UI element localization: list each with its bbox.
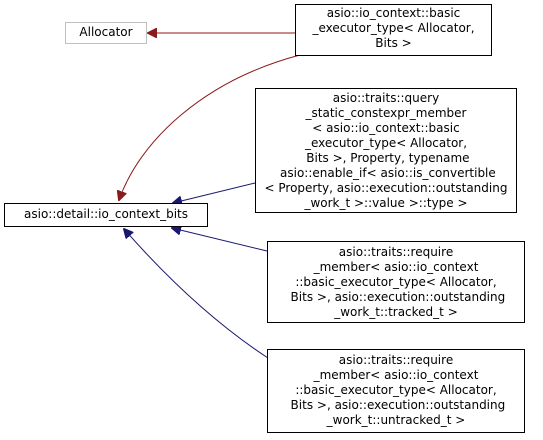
- node-require-tracked-line: _member< asio::io_context: [313, 260, 479, 274]
- node-query-member-line: asio::enable_if< asio::is_convertible: [276, 166, 496, 180]
- node-require-untracked-line: Bits >, asio::execution::outstanding: [286, 398, 506, 412]
- node-io-context-bits-line: asio::detail::io_context_bits: [24, 207, 188, 221]
- node-basic-executor-line: asio::io_context::basic: [326, 6, 461, 20]
- node-require-tracked-line: _work_t::tracked_t >: [334, 305, 458, 319]
- node-require-untracked-line: asio::traits::require: [338, 353, 454, 367]
- node-require-member-untracked[interactable]: asio::traits::require _member< asio::io_…: [267, 349, 525, 433]
- node-require-tracked-line: Bits >, asio::execution::outstanding: [286, 290, 506, 304]
- node-query-member-line: _static_constexpr_member: [305, 106, 467, 120]
- edge-basic-executor-to-io-context-bits: [119, 54, 301, 200]
- node-query-member-line: asio::traits::query: [332, 91, 440, 105]
- node-basic-executor-line: Bits >: [375, 36, 412, 50]
- edge-require-untracked-to-io-context-bits: [124, 229, 269, 359]
- node-require-tracked-line: ::basic_executor_type< Allocator,: [295, 275, 497, 289]
- node-basic-executor-type[interactable]: asio::io_context::basic _executor_type< …: [295, 4, 492, 56]
- node-allocator[interactable]: Allocator: [65, 22, 147, 44]
- node-require-untracked-line: _member< asio::io_context: [313, 368, 479, 382]
- node-query-member-line: _executor_type< Allocator,: [304, 136, 468, 150]
- node-query-member-line: < Property, asio::execution::outstanding: [264, 181, 508, 195]
- edge-require-tracked-to-io-context-bits: [172, 228, 268, 252]
- node-require-untracked-line: ::basic_executor_type< Allocator,: [295, 383, 497, 397]
- node-allocator-line: Allocator: [79, 25, 133, 39]
- node-basic-executor-line: _executor_type< Allocator,: [312, 21, 475, 35]
- node-require-member-tracked[interactable]: asio::traits::require _member< asio::io_…: [267, 241, 525, 323]
- node-require-tracked-line: asio::traits::require: [338, 245, 454, 259]
- node-io-context-bits[interactable]: asio::detail::io_context_bits: [4, 203, 208, 227]
- node-query-member-line: Bits >, Property, typename: [302, 151, 470, 165]
- edge-query-member-to-io-context-bits: [173, 182, 256, 203]
- node-query-member-line: _work_t >::value >::type >: [304, 196, 468, 210]
- node-query-static-constexpr-member[interactable]: asio::traits::query _static_constexpr_me…: [255, 88, 517, 213]
- node-query-member-line: < asio::io_context::basic: [312, 121, 460, 135]
- node-require-untracked-line: _work_t::untracked_t >: [326, 413, 466, 427]
